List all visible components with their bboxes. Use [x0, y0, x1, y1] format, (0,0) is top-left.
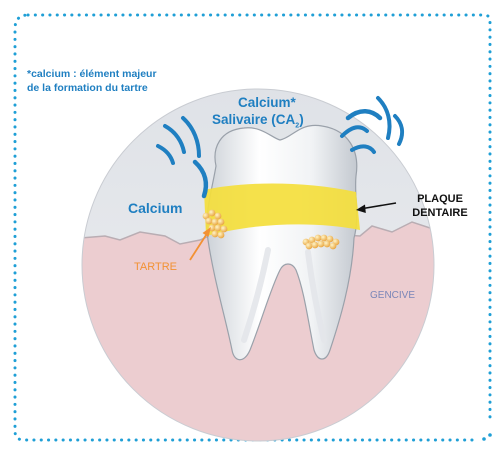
salivary-calcium-close: )	[299, 112, 304, 127]
footnote-text: *calcium : élément majeur de la formatio…	[27, 67, 217, 95]
salivary-calcium-label: Calcium* Salivaire (CA2)	[238, 94, 358, 135]
border-corner-dot	[482, 437, 486, 441]
dental-plaque-line-1: PLAQUE	[400, 192, 480, 206]
calcium-label: Calcium	[128, 200, 182, 216]
tartar-label: TARTRE	[134, 261, 177, 273]
salivary-calcium-text: Salivaire (CA	[212, 112, 295, 127]
border-corner-dot	[488, 433, 492, 437]
salivary-calcium-line-1: Calcium*	[238, 95, 296, 110]
salivary-calcium-line-2: Salivaire (CA2)	[212, 111, 358, 135]
footnote-line-1: *calcium : élément majeur	[27, 67, 217, 81]
footnote-line-2: de la formation du tartre	[27, 81, 217, 95]
dental-plaque-line-2: DENTAIRE	[400, 206, 480, 220]
dental-plaque-label: PLAQUE DENTAIRE	[400, 192, 480, 220]
gum-label: GENCIVE	[370, 290, 415, 301]
